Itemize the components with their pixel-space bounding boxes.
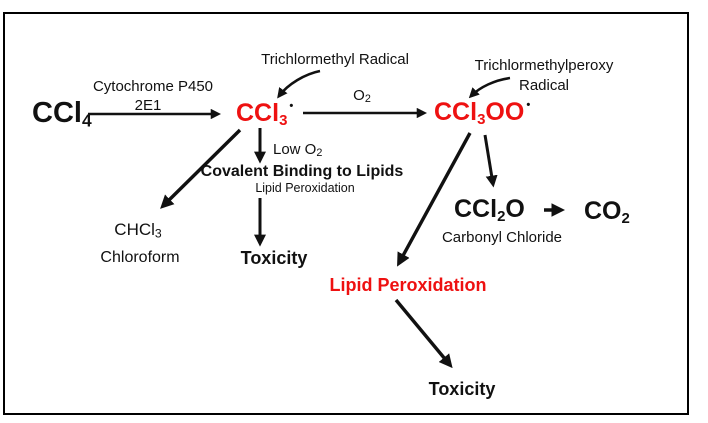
label-carbonyl-chloride: Carbonyl Chloride <box>441 229 563 246</box>
label-toxicity-left: Toxicity <box>240 248 308 268</box>
molecule-ccl3-radical: CCl3• <box>236 99 294 129</box>
label-trichlormethyl-radical: Trichlormethyl Radical <box>261 51 409 68</box>
molecule-ccl3oo-radical: CCl3OO• <box>434 98 531 128</box>
label-lipid-peroxidation-sub: Lipid Peroxidation <box>255 181 355 195</box>
label-cytochrome-p450: Cytochrome P450 <box>92 78 214 95</box>
radical-dot: • <box>526 99 531 112</box>
label-2e1: 2E1 <box>134 97 162 114</box>
molecule-chcl3: CHCl3 <box>114 220 162 241</box>
label-toxicity-bottom: Toxicity <box>428 379 496 399</box>
diagram-border <box>3 12 689 415</box>
label-lipid-peroxidation-red: Lipid Peroxidation <box>329 275 487 295</box>
molecule-co2: CO2 <box>584 197 630 227</box>
label-low-o2: Low O2 <box>273 141 323 160</box>
molecule-ccl4: CCl4 <box>32 97 92 131</box>
arrow-label-o2: O2 <box>353 87 371 106</box>
label-covalent-binding: Covalent Binding to Lipids <box>200 163 404 180</box>
molecule-ccl2o: CCl2O <box>454 195 525 225</box>
radical-dot: • <box>289 100 294 113</box>
label-chloroform: Chloroform <box>100 249 180 266</box>
